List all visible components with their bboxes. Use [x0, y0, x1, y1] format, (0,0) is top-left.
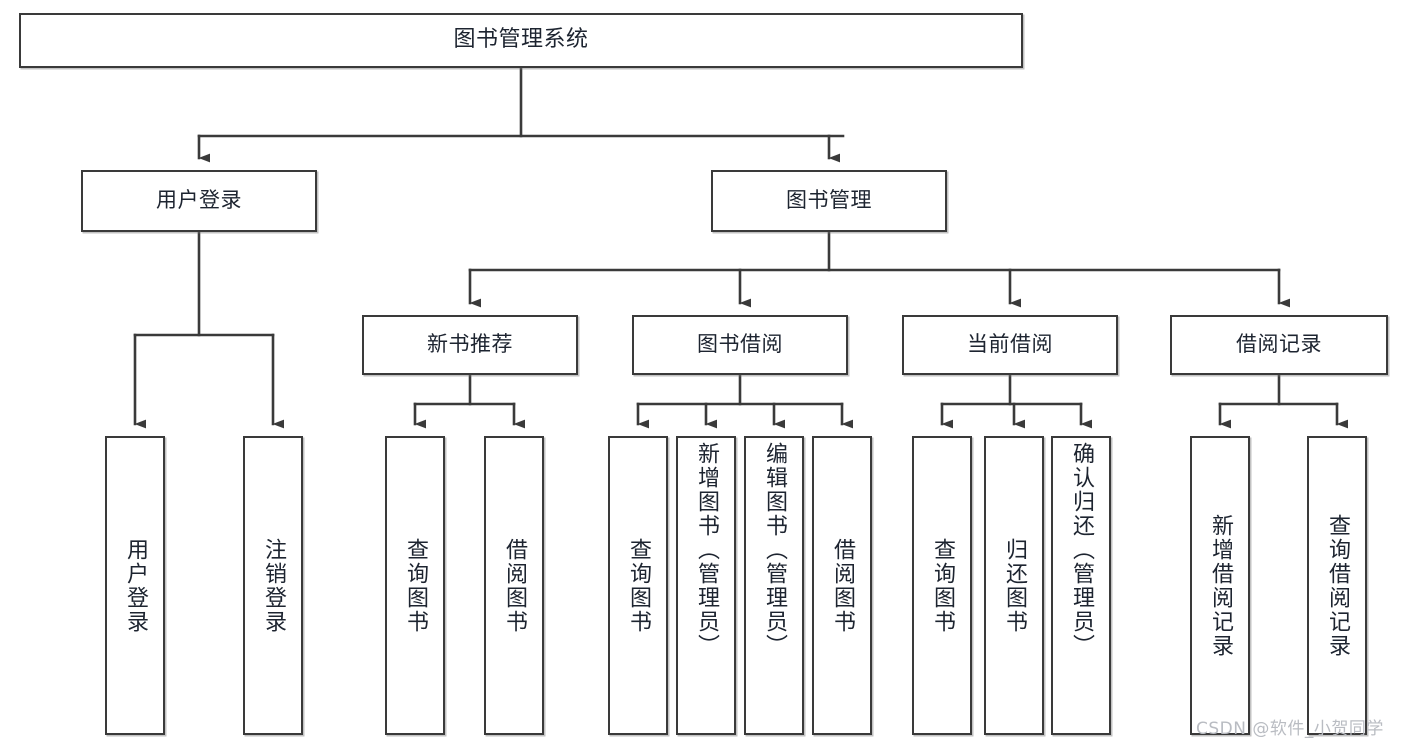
node-current-borrow-label: 当前借阅	[967, 332, 1053, 357]
node-book-borrow-label: 图书借阅	[697, 332, 783, 357]
leaf-user-login-label: 用户登录	[123, 537, 148, 634]
node-new-book-recommend-label: 新书推荐	[427, 332, 513, 357]
node-root[interactable]: 图书管理系统	[19, 13, 1023, 68]
leaf-confirm-return-admin-label: 确认归还（管理员）	[1069, 442, 1094, 658]
leaf-query-book-recommend-label: 查询图书	[403, 537, 428, 634]
leaf-borrow-book-recommend[interactable]: 借阅图书	[484, 436, 544, 735]
node-user-login-label: 用户登录	[156, 188, 242, 213]
node-root-label: 图书管理系统	[453, 27, 589, 53]
csdn-watermark: CSDN @软件_小贺同学	[1196, 719, 1384, 739]
leaf-edit-book-admin-label: 编辑图书（管理员）	[762, 442, 787, 658]
leaf-borrow-book-recommend-label: 借阅图书	[502, 537, 527, 634]
leaf-add-borrow-record-label: 新增借阅记录	[1208, 513, 1233, 658]
leaf-query-book-recommend[interactable]: 查询图书	[385, 436, 445, 735]
node-book-borrow[interactable]: 图书借阅	[632, 315, 848, 375]
leaf-borrow-book-label: 借阅图书	[830, 537, 855, 634]
node-book-management-label: 图书管理	[786, 188, 872, 213]
node-new-book-recommend[interactable]: 新书推荐	[362, 315, 578, 375]
leaf-query-book-borrow[interactable]: 查询图书	[608, 436, 668, 735]
leaf-user-logout[interactable]: 注销登录	[243, 436, 303, 735]
leaf-return-book[interactable]: 归还图书	[984, 436, 1044, 735]
leaf-query-book-current-label: 查询图书	[930, 537, 955, 634]
leaf-query-book-current[interactable]: 查询图书	[912, 436, 972, 735]
leaf-add-book-admin[interactable]: 新增图书（管理员）	[676, 436, 736, 735]
leaf-confirm-return-admin[interactable]: 确认归还（管理员）	[1051, 436, 1111, 735]
leaf-user-login[interactable]: 用户登录	[105, 436, 165, 735]
leaf-query-book-borrow-label: 查询图书	[626, 537, 651, 634]
node-borrow-record[interactable]: 借阅记录	[1170, 315, 1388, 375]
leaf-borrow-book[interactable]: 借阅图书	[812, 436, 872, 735]
leaf-edit-book-admin[interactable]: 编辑图书（管理员）	[744, 436, 804, 735]
leaf-add-borrow-record[interactable]: 新增借阅记录	[1190, 436, 1250, 735]
node-borrow-record-label: 借阅记录	[1236, 332, 1322, 357]
leaf-user-logout-label: 注销登录	[261, 537, 286, 634]
leaf-add-book-admin-label: 新增图书（管理员）	[694, 442, 719, 658]
leaf-query-borrow-record-label: 查询借阅记录	[1325, 513, 1350, 658]
leaf-query-borrow-record[interactable]: 查询借阅记录	[1307, 436, 1367, 735]
node-user-login[interactable]: 用户登录	[81, 170, 317, 232]
leaf-return-book-label: 归还图书	[1002, 537, 1027, 634]
node-book-management[interactable]: 图书管理	[711, 170, 947, 232]
node-current-borrow[interactable]: 当前借阅	[902, 315, 1118, 375]
